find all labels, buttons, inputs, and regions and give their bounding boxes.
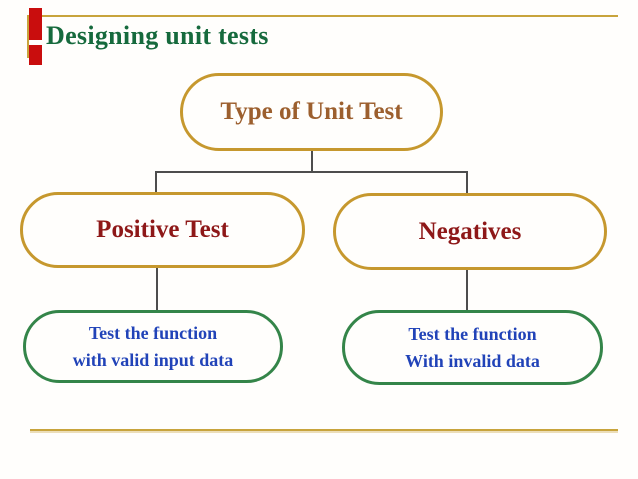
connector-root-stem: [311, 151, 313, 172]
bottom-gold-rule: [30, 429, 618, 431]
node-test-valid-input-line1: Test the function: [88, 322, 218, 343]
node-negatives: Negatives: [333, 193, 607, 270]
title-frame-left-line: [27, 15, 29, 58]
title-frame-top-line: [27, 15, 618, 17]
connector-right-drop: [466, 171, 468, 195]
connector-horizontal: [155, 171, 468, 173]
slide-title: Designing unit tests: [46, 21, 269, 50]
node-test-invalid-data-line1: Test the function: [408, 323, 537, 344]
connector-positive-to-valid: [156, 267, 158, 311]
node-type-of-unit-test: Type of Unit Test: [180, 73, 443, 151]
node-test-valid-input: Test the function with valid input data: [23, 310, 283, 383]
node-test-invalid-data-line2: With invalid data: [405, 350, 540, 371]
node-positive-test: Positive Test: [20, 192, 305, 268]
node-test-invalid-data: Test the function With invalid data: [342, 310, 603, 385]
node-test-valid-input-line2: with valid input data: [72, 349, 234, 370]
connector-left-drop: [155, 171, 157, 193]
node-negatives-label: Negatives: [418, 217, 522, 245]
red-accent-bar-top: [29, 8, 42, 40]
node-type-of-unit-test-label: Type of Unit Test: [220, 98, 403, 125]
connector-negatives-to-invalid: [466, 269, 468, 311]
red-accent-bar-bottom: [29, 45, 42, 65]
node-positive-test-label: Positive Test: [96, 216, 229, 243]
